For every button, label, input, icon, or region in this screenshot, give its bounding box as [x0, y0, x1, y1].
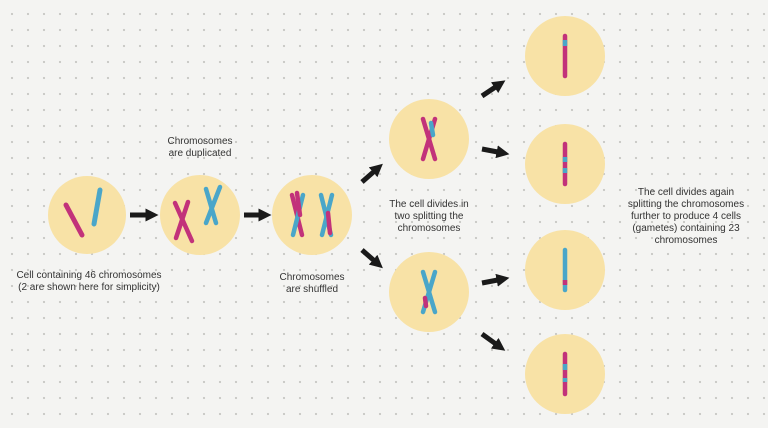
crossed-chromatid: [325, 210, 333, 236]
arrow-up-right-icon: [480, 80, 506, 99]
crossed-chromatid: [294, 190, 303, 218]
arrow-right-icon: [481, 145, 510, 159]
second-division-label: The cell divides again splitting the chr…: [627, 187, 745, 246]
gamete-4-chromosome: [562, 351, 568, 397]
arrow-down-right-icon: [360, 248, 383, 269]
duplicated-chromosomes: [172, 184, 223, 244]
gamete-2-chromosome: [562, 141, 568, 187]
gamete-cell-1: [525, 16, 605, 96]
arrow-up-right-icon: [360, 163, 383, 184]
gamete-cell-2: [525, 124, 605, 204]
paternal-chromosome: [91, 187, 103, 227]
duplicated-cell: [160, 175, 240, 255]
daughter-cell-2: [389, 252, 469, 332]
shuffled-cell: [272, 175, 352, 255]
paternal-chromatid: [203, 184, 223, 226]
initial-cell: [48, 176, 126, 254]
duplicated-label: Chromosomes are duplicated: [167, 136, 233, 159]
daughter-cell-1: [389, 99, 469, 179]
maternal-chromatid: [173, 199, 191, 241]
initial-chromosomes: [63, 187, 103, 238]
gamete-cell-4: [525, 334, 605, 414]
shuffled-label: Chromosomes are shuffled: [279, 272, 345, 295]
gamete-1-chromosome: [562, 33, 568, 79]
daughter-1-chromosomes: [420, 116, 438, 162]
arrow-down-right-icon: [480, 331, 506, 351]
maternal-chromosome: [63, 202, 85, 238]
gamete-3-chromosome: [562, 247, 568, 293]
initial-cell-label: Cell containing 46 chromosomes (2 are sh…: [16, 270, 162, 293]
chromatid-segment: [422, 295, 429, 309]
chromatid-segment: [428, 120, 436, 138]
arrow-right-icon: [481, 273, 510, 287]
gamete-cell-3: [525, 230, 605, 310]
first-division-label: The cell divides in two splitting the ch…: [389, 199, 469, 234]
shuffled-chromosomes: [289, 190, 335, 238]
daughter-2-chromosomes: [420, 269, 438, 315]
